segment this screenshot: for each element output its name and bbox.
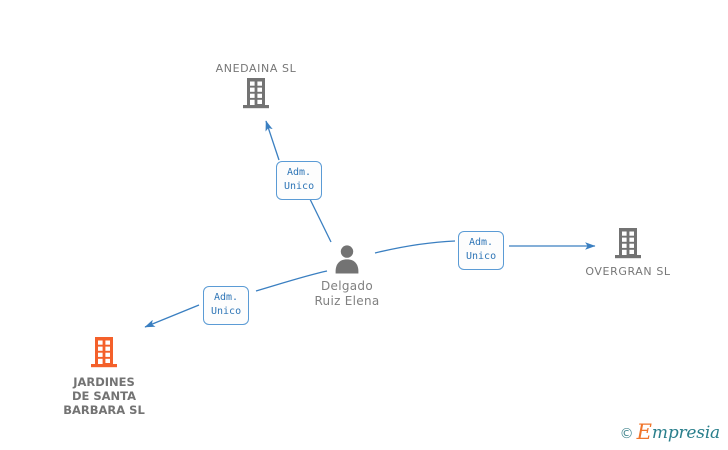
node-label-overgran: OVERGRAN SL: [585, 265, 671, 278]
node-company-jardines-de-santa-barbara[interactable]: JARDINES DE SANTA BARBARA SL: [34, 334, 174, 417]
edge-label-adm-unico-anedaina[interactable]: Adm. Unico: [276, 161, 322, 200]
brand-initial: E: [636, 420, 652, 444]
node-label-anedaina: ANEDAINA SL: [215, 62, 297, 75]
building-icon: [243, 78, 269, 109]
node-person-delgado-ruiz-elena[interactable]: Delgado Ruiz Elena: [277, 243, 417, 309]
building-icon: [91, 337, 117, 368]
brand-name: mpresia: [651, 423, 720, 443]
node-company-anedaina[interactable]: ANEDAINA SL: [186, 62, 326, 111]
node-company-overgran[interactable]: OVERGRAN SL: [558, 225, 698, 278]
empresia-watermark: ©Empresia: [619, 420, 721, 444]
node-label-person: Delgado Ruiz Elena: [314, 279, 380, 308]
edge-label-adm-unico-jardines[interactable]: Adm. Unico: [203, 286, 249, 325]
copyright-icon: ©: [619, 425, 634, 442]
building-icon: [615, 228, 641, 259]
node-label-jardines-de-santa-barbara: JARDINES DE SANTA BARBARA SL: [63, 375, 145, 417]
edge-label-adm-unico-overgran[interactable]: Adm. Unico: [458, 231, 504, 270]
person-icon: [335, 245, 359, 274]
